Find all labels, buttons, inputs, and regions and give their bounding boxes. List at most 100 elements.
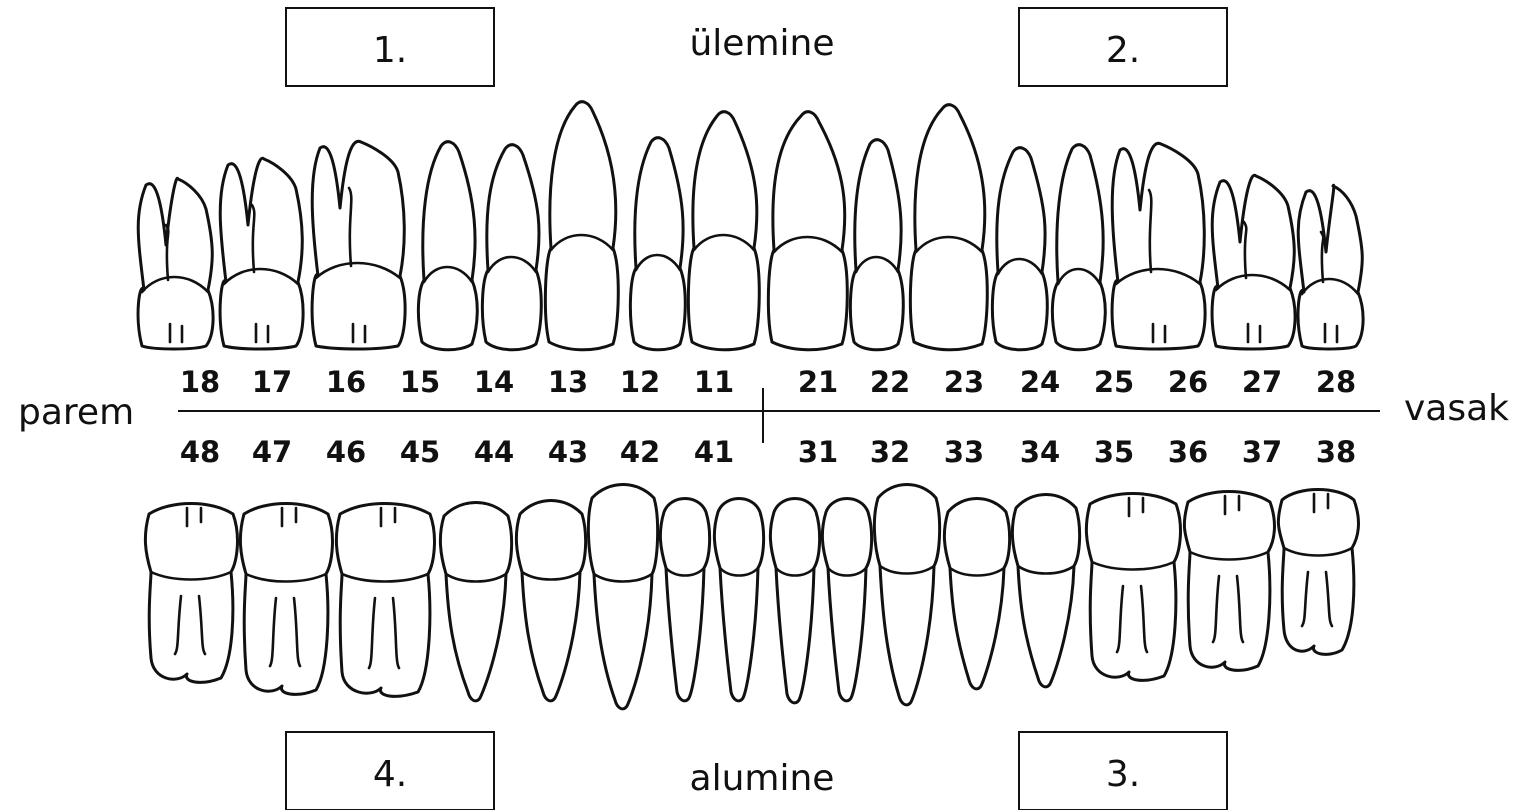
tooth-outline [628, 136, 687, 352]
tooth-outline [686, 110, 761, 352]
lower-teeth [143, 483, 1360, 711]
tooth-41 [712, 497, 766, 703]
tooth-37 [1182, 490, 1276, 672]
tooth-27 [1210, 173, 1297, 351]
tooth-44 [514, 499, 588, 703]
root-furcation [164, 223, 170, 282]
crown-line [826, 566, 868, 577]
cusp-groove [1151, 322, 1167, 344]
tooth-number-35: 35 [1094, 435, 1134, 469]
cusp-groove [351, 322, 367, 344]
tooth-outline [1276, 488, 1360, 656]
tooth-outline [872, 483, 942, 707]
crown-line [634, 253, 682, 272]
tooth-33 [872, 483, 942, 707]
crown-line [774, 566, 816, 577]
tooth-18 [136, 176, 215, 351]
tooth-outline [848, 138, 905, 352]
crown-line [772, 235, 844, 254]
tooth-47 [238, 502, 334, 696]
tooth-48 [143, 502, 239, 684]
tooth-outline [658, 497, 712, 703]
tooth-outline [942, 497, 1012, 691]
crown-line [549, 233, 615, 252]
tooth-24 [990, 146, 1049, 352]
root-furcation [347, 186, 353, 268]
tooth-16 [310, 139, 407, 351]
tooth-number-28: 28 [1316, 365, 1356, 399]
svg-text:2.: 2. [1106, 30, 1140, 71]
crown-line [244, 572, 328, 583]
tooth-number-26: 26 [1168, 365, 1208, 399]
tooth-outline [820, 497, 874, 703]
tooth-number-21: 21 [798, 365, 838, 399]
tooth-45 [438, 501, 514, 703]
crown-line [996, 257, 1044, 276]
tooth-outline [416, 140, 479, 352]
tooth-number-22: 22 [870, 365, 910, 399]
crown-line [664, 566, 706, 577]
cusp-groove [379, 506, 397, 528]
tooth-outline [218, 156, 305, 351]
crown-line [149, 570, 233, 581]
label-lower: alumine [690, 758, 835, 799]
crown-line [422, 265, 474, 284]
cusp-groove [1246, 322, 1262, 344]
root-furcation [250, 203, 256, 274]
tooth-35 [1010, 493, 1082, 689]
tooth-number-45: 45 [400, 435, 440, 469]
label-right-side: parem [18, 392, 134, 433]
tooth-number-41: 41 [694, 435, 734, 469]
tooth-38 [1276, 488, 1360, 656]
crown-line [1114, 267, 1202, 286]
crown-line [1188, 550, 1270, 561]
tooth-28 [1296, 183, 1365, 351]
tooth-number-46: 46 [326, 435, 366, 469]
tooth-32 [820, 497, 874, 703]
label-left-side: vasak [1404, 388, 1509, 429]
tooth-outline [1182, 490, 1276, 672]
tooth-number-42: 42 [620, 435, 660, 469]
tooth-number-12: 12 [620, 365, 660, 399]
cusp-groove [280, 506, 298, 528]
tooth-31 [768, 497, 822, 705]
root-furcation [1115, 584, 1149, 654]
svg-text:1.: 1. [373, 30, 407, 71]
crown-line [1214, 273, 1292, 292]
root-furcation [1242, 220, 1248, 280]
tooth-number-17: 17 [252, 365, 292, 399]
cusp-groove [168, 322, 184, 344]
tooth-outline [438, 501, 514, 703]
tooth-outline [1296, 183, 1365, 351]
tooth-number-18: 18 [180, 365, 220, 399]
tooth-outline [766, 110, 849, 352]
root-furcation [1300, 570, 1334, 628]
tooth-outline [543, 100, 620, 352]
tooth-number-15: 15 [400, 365, 440, 399]
tooth-outline [586, 483, 660, 711]
tooth-number-27: 27 [1242, 365, 1282, 399]
crown-line [486, 255, 538, 274]
tooth-11 [686, 110, 761, 352]
crown-line [340, 572, 430, 583]
quadrant-box-2: 2. [1018, 7, 1228, 87]
tooth-26 [1110, 141, 1207, 351]
tooth-23 [908, 103, 989, 352]
tooth-outline [1110, 141, 1207, 351]
crown-line [692, 233, 756, 252]
tooth-number-25: 25 [1094, 365, 1134, 399]
tooth-17 [218, 156, 305, 351]
tooth-number-44: 44 [474, 435, 514, 469]
crown-line [444, 572, 508, 583]
tooth-outline [712, 497, 766, 703]
tooth-outline [1210, 173, 1297, 351]
cusp-groove [1323, 322, 1339, 344]
crown-line [1300, 277, 1360, 296]
crown-line [222, 267, 300, 286]
tooth-outline [1050, 143, 1107, 352]
tooth-number-33: 33 [944, 435, 984, 469]
crown-line [1090, 560, 1176, 571]
tooth-number-47: 47 [252, 435, 292, 469]
